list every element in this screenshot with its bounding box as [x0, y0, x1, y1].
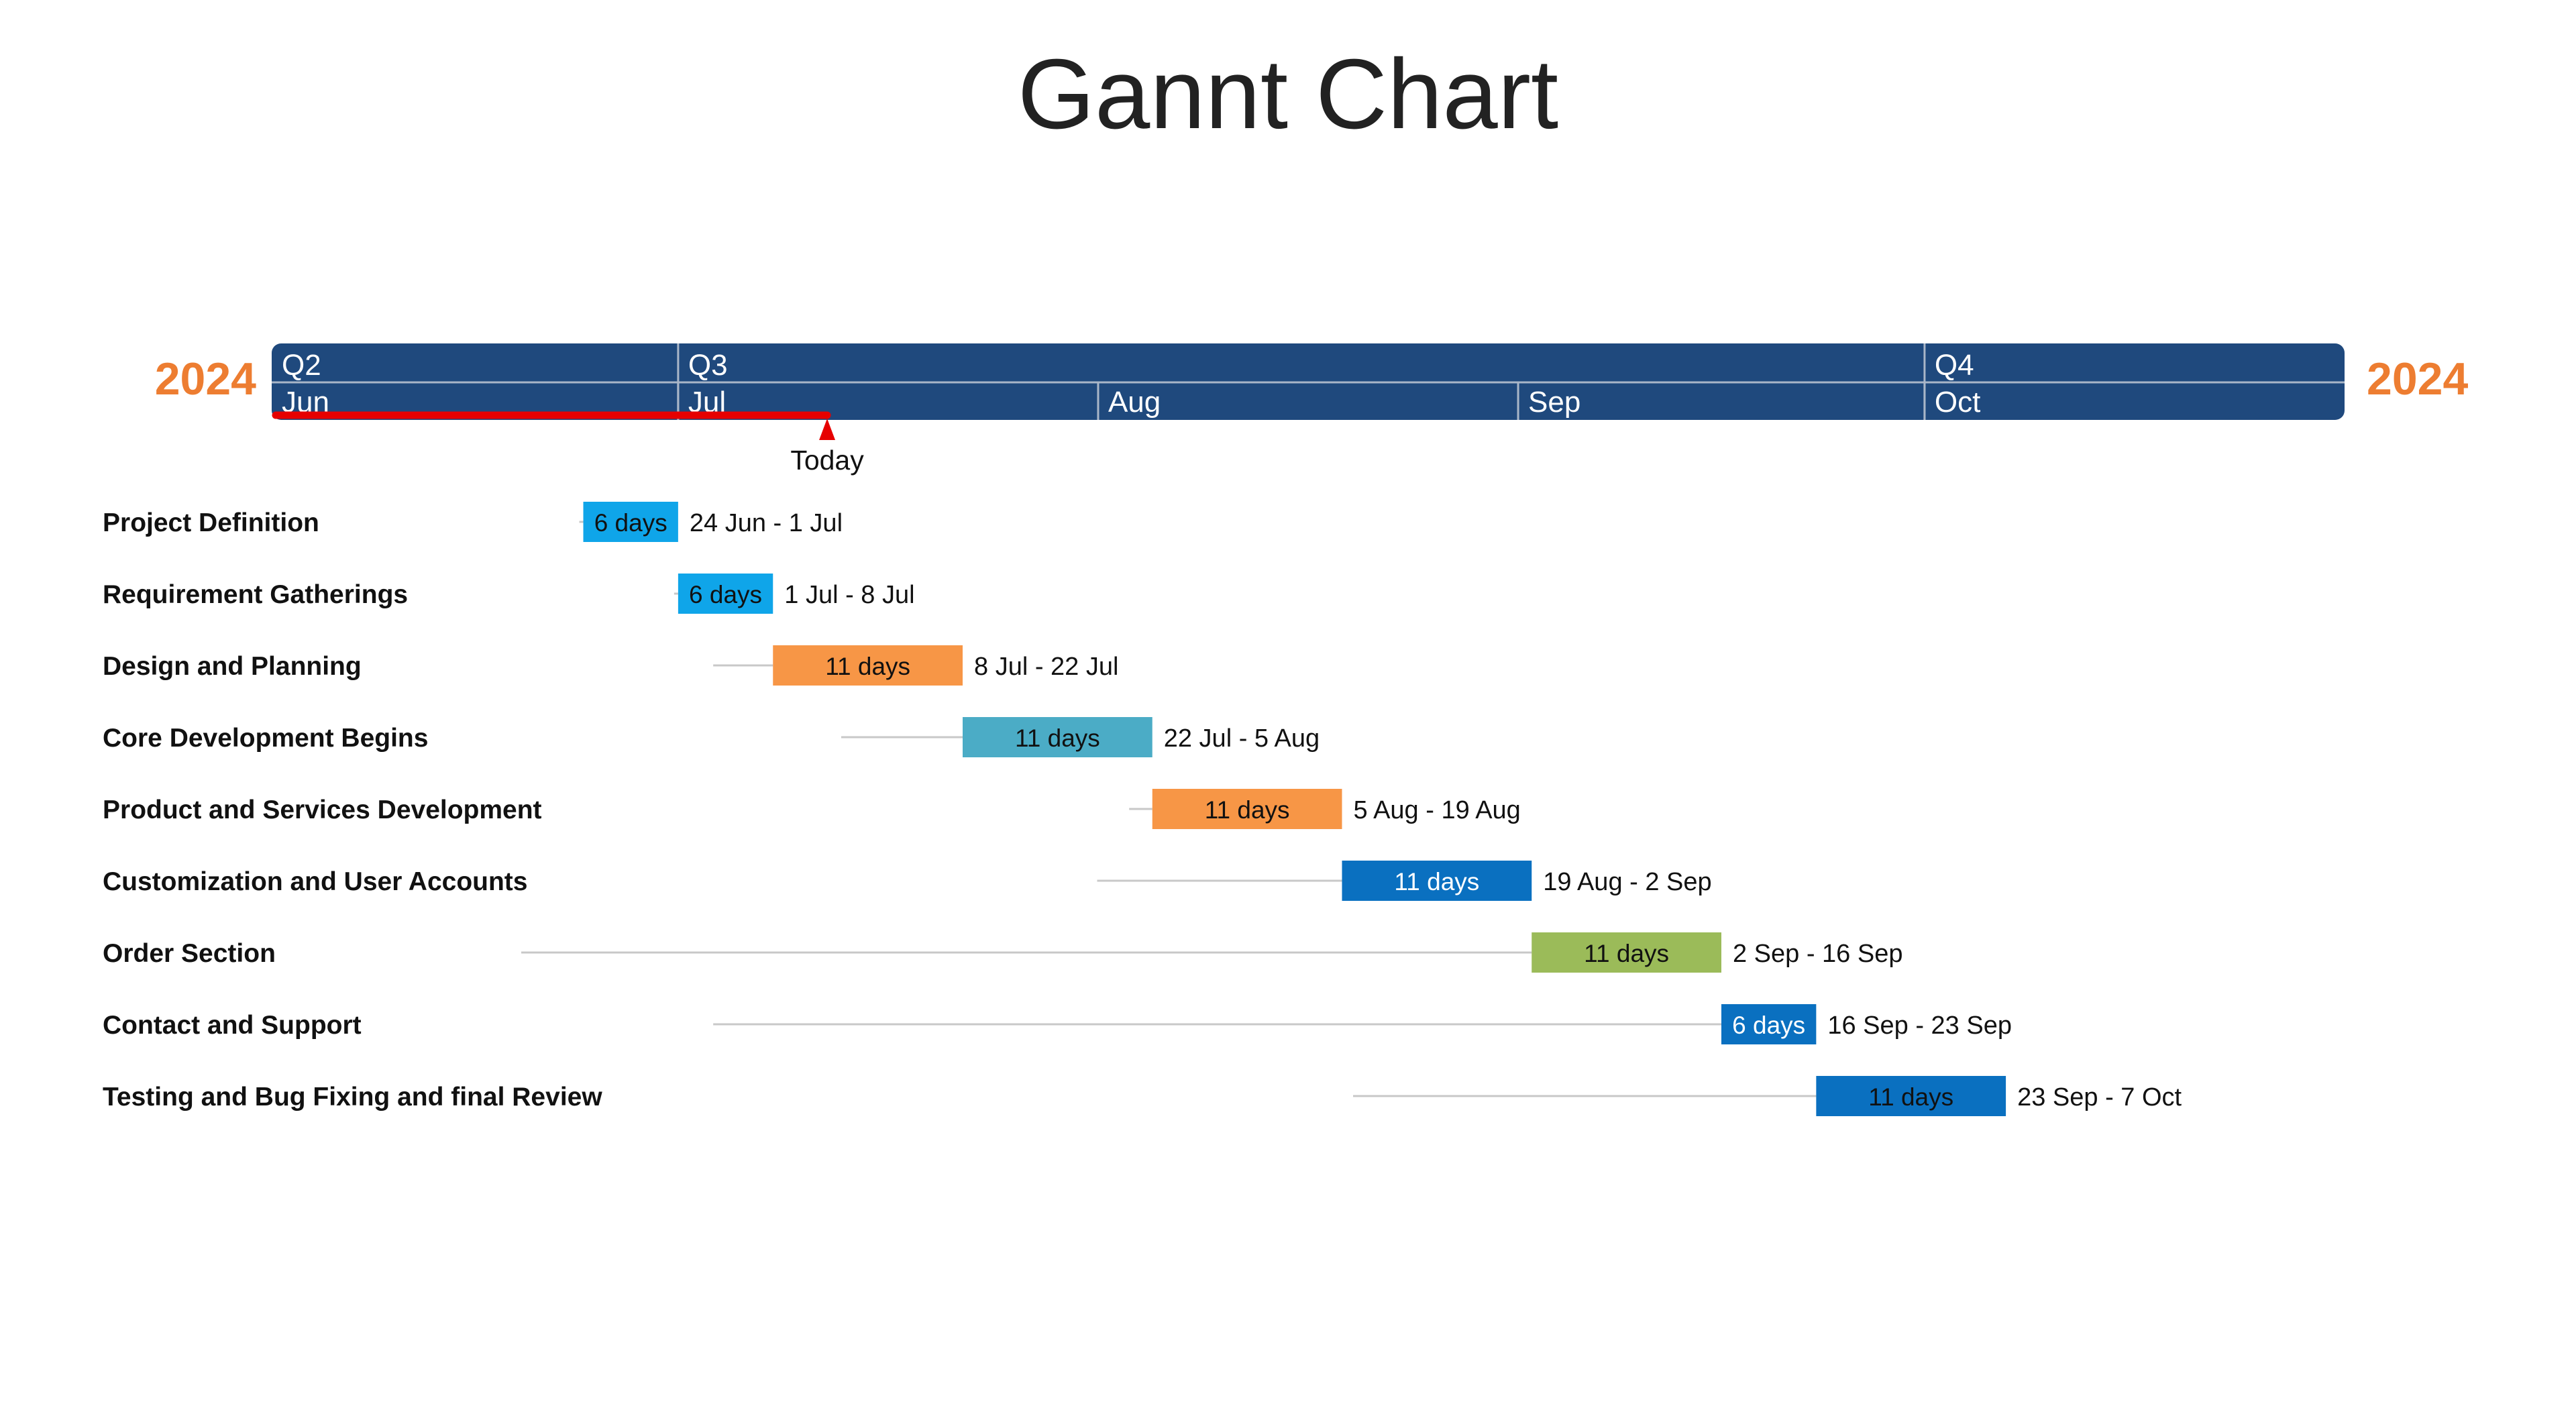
task-name: Design and Planning: [103, 652, 362, 681]
task-bar: [1342, 861, 1532, 901]
quarter-label: Q3: [688, 349, 728, 382]
task-duration-label: 6 days: [1732, 1012, 1805, 1039]
today-marker-group: Today: [272, 411, 864, 476]
quarter-label: Q2: [282, 349, 321, 382]
task-name: Contact and Support: [103, 1011, 362, 1040]
task-date-label: 22 Jul - 5 Aug: [1164, 724, 1320, 753]
task-duration-label: 11 days: [1015, 724, 1100, 752]
month-label: Sep: [1528, 386, 1580, 419]
task-bar: [678, 574, 773, 614]
task-bar: [963, 717, 1152, 757]
task-date-label: 1 Jul - 8 Jul: [784, 581, 914, 609]
task-row: Design and Planning 11 days 8 Jul - 22 Jul: [103, 645, 1118, 686]
year-label-right: 2024: [2367, 354, 2468, 404]
task-name: Requirement Gatherings: [103, 580, 408, 609]
task-duration-label: 11 days: [825, 653, 910, 680]
year-label-left: 2024: [155, 354, 256, 404]
task-duration-label: 11 days: [1868, 1083, 1953, 1111]
task-bar: [583, 502, 678, 542]
task-bar: [1721, 1004, 1817, 1044]
task-name: Testing and Bug Fixing and final Review: [103, 1083, 602, 1111]
task-name: Project Definition: [103, 508, 319, 537]
task-date-label: 2 Sep - 16 Sep: [1733, 940, 1903, 968]
task-row: Customization and User Accounts 11 days 19…: [103, 861, 1712, 901]
task-bar: [1816, 1076, 2006, 1116]
task-row: Contact and Support 6 days 16 Sep - 23 Sep: [103, 1004, 2012, 1044]
task-date-label: 24 Jun - 1 Jul: [690, 509, 843, 537]
task-duration-label: 6 days: [594, 509, 667, 537]
today-label: Today: [790, 445, 864, 476]
today-marker-triangle: [819, 419, 836, 440]
task-row: Testing and Bug Fixing and final Review 1…: [103, 1076, 2182, 1116]
task-row: Requirement Gatherings 6 days 1 Jul - 8 Ju…: [103, 574, 915, 614]
task-date-label: 23 Sep - 7 Oct: [2017, 1083, 2182, 1111]
task-name: Order Section: [103, 939, 276, 968]
task-rows: Project Definition 6 days 24 Jun - 1 JulRe…: [103, 502, 2182, 1116]
task-bar: [1152, 789, 1342, 829]
month-label: Aug: [1108, 386, 1161, 419]
task-date-label: 5 Aug - 19 Aug: [1353, 796, 1520, 824]
quarter-label: Q4: [1935, 349, 1974, 382]
task-duration-label: 11 days: [1584, 940, 1669, 967]
month-label: Oct: [1935, 386, 1980, 419]
task-row: Order Section 11 days 2 Sep - 16 Sep: [103, 932, 1902, 973]
task-date-label: 16 Sep - 23 Sep: [1827, 1012, 2012, 1040]
task-row: Project Definition 6 days 24 Jun - 1 Jul: [103, 502, 843, 542]
task-duration-label: 11 days: [1205, 796, 1290, 824]
task-row: Core Development Begins 11 days 22 Jul - 5…: [103, 717, 1320, 757]
page-title: Gannt Chart: [1017, 39, 1559, 150]
task-name: Core Development Begins: [103, 724, 428, 753]
task-date-label: 19 Aug - 2 Sep: [1543, 868, 1711, 896]
task-name: Product and Services Development: [103, 796, 542, 824]
task-date-label: 8 Jul - 22 Jul: [974, 653, 1118, 681]
task-bar: [773, 645, 963, 686]
task-duration-label: 11 days: [1394, 868, 1479, 895]
task-row: Product and Services Development 11 days 5…: [103, 789, 1521, 829]
task-bar: [1532, 932, 1721, 973]
task-name: Customization and User Accounts: [103, 867, 527, 896]
task-duration-label: 6 days: [689, 581, 762, 608]
